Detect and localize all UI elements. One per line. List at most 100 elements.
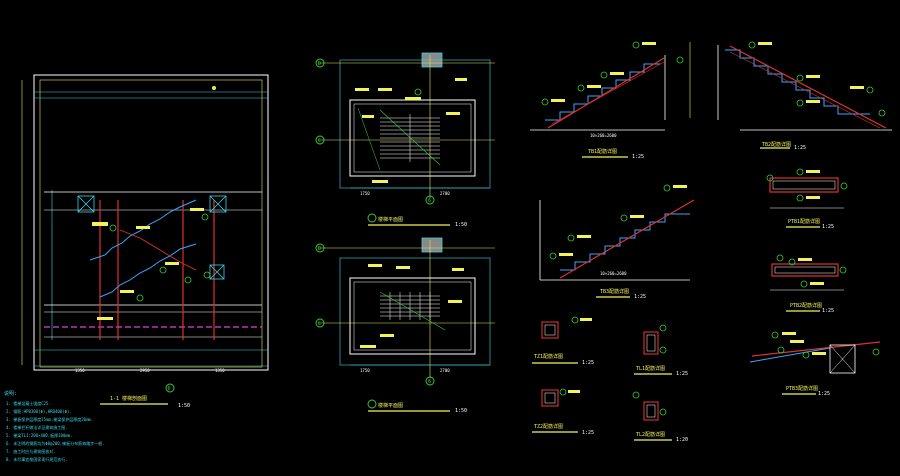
ptb3-detail[interactable]: PTB3配筋详图 1:25 xyxy=(749,331,881,397)
pt2-scale: 1:25 xyxy=(822,308,834,314)
ptb1-detail[interactable]: PTB1配筋详图 1:25 xyxy=(766,168,848,230)
tl2-detail[interactable]: TL2配筋详图 1:20 xyxy=(632,391,688,443)
dim-text: 1750 xyxy=(360,368,370,373)
axis-label: C xyxy=(318,138,321,144)
callout-markers xyxy=(766,168,848,202)
beam-rebar xyxy=(643,331,659,355)
tl2-scale: 1:20 xyxy=(676,437,688,443)
pt1-title: PTB1配筋详图 xyxy=(788,218,820,225)
slab-rebar xyxy=(769,177,839,193)
callout-marker xyxy=(559,388,567,396)
callout-markers xyxy=(748,41,886,117)
callout-marker xyxy=(632,391,640,399)
label-blocks xyxy=(360,264,464,348)
axis-label: D xyxy=(318,246,321,252)
axis-bubble xyxy=(425,376,435,386)
rebar-line xyxy=(729,51,881,129)
axis-label: D xyxy=(318,61,321,67)
note-line: 8. 未尽事宜按国家现行规范执行. xyxy=(6,456,68,462)
slab-outline xyxy=(772,180,836,190)
axis-bubble xyxy=(425,195,435,205)
tz1-detail[interactable]: TZ1配筋详图 1:25 xyxy=(532,316,594,366)
callout-marker xyxy=(571,316,579,324)
pt3-scale: 1:25 xyxy=(818,391,830,397)
tb3-title: TB3配筋详图 xyxy=(600,288,629,295)
tb2-title: TB2配筋详图 xyxy=(762,141,791,148)
tl1-title: TL1配筋详图 xyxy=(636,365,665,372)
tl1-detail[interactable]: TL1配筋详图 1:25 xyxy=(634,324,688,377)
ptb2-detail[interactable]: PTB2配筋详图 1:25 xyxy=(770,254,847,314)
plan-tag xyxy=(421,237,443,253)
callout-markers xyxy=(549,184,671,260)
label-blocks xyxy=(782,332,826,355)
section-title: 1-1 楼梯剖面图 xyxy=(110,395,147,402)
beam-outline xyxy=(646,404,656,418)
tz2-detail[interactable]: TZ2配筋详图 1:25 xyxy=(532,388,594,436)
tb2-scale: 1:25 xyxy=(794,145,806,151)
callout-markers xyxy=(109,213,211,302)
tz2-title: TZ2配筋详图 xyxy=(534,423,563,430)
landing-slab xyxy=(77,195,227,280)
tb2-detail[interactable]: TB2配筋详图 1:25 xyxy=(717,41,892,151)
axis-label: 6 xyxy=(428,379,431,385)
dim-text: 1350 xyxy=(215,368,225,373)
stair-shaft xyxy=(349,277,476,355)
slab-outline xyxy=(774,266,836,274)
note-line: 7. 施工时应与建筑图核对. xyxy=(6,448,56,454)
view-bubble xyxy=(367,213,377,223)
tb1-scale: 1:25 xyxy=(632,154,644,160)
dim-marker xyxy=(212,86,216,90)
main-rebar xyxy=(559,199,695,279)
plan-lower-title: 楼梯平面图 xyxy=(378,402,403,409)
callout-marker xyxy=(659,324,667,332)
note-line: 4. 楼梯栏杆做法详见建筑施工图. xyxy=(6,424,68,430)
column-outline xyxy=(544,392,556,404)
dim-text: 2700 xyxy=(440,368,450,373)
tb1-title: TB1配筋详图 xyxy=(588,148,617,155)
axis-bubble xyxy=(315,58,325,68)
stair-flight-upper xyxy=(89,199,197,261)
pt2-title: PTB2配筋详图 xyxy=(790,302,822,309)
tz1-title: TZ1配筋详图 xyxy=(534,353,563,360)
callout-markers xyxy=(771,331,880,359)
note-line: 5. 梯梁TL1:200×400,板厚100mm. xyxy=(6,432,73,438)
rebar-line xyxy=(119,229,197,271)
stair-flight-lower xyxy=(99,243,197,298)
axis-label: 6 xyxy=(168,386,171,392)
dim-text: 2700 xyxy=(440,191,450,196)
beam-section xyxy=(829,344,856,374)
beam-rebar xyxy=(643,401,659,421)
rebar-line xyxy=(551,61,665,125)
break-line xyxy=(379,291,446,331)
column-rebar xyxy=(541,321,559,339)
callout-marker xyxy=(414,88,422,96)
column-rebar xyxy=(541,389,559,407)
tb3-detail[interactable]: 10×260=2600 TB3配筋详图 1:25 xyxy=(539,184,695,300)
slab-rebar xyxy=(751,341,881,357)
notes-heading: 说明: xyxy=(4,390,17,397)
tb1-detail[interactable]: 10×260=2600 TB1配筋详图 1:25 xyxy=(530,41,691,160)
slab-rebar xyxy=(771,263,839,277)
main-rebar xyxy=(729,45,887,129)
label-blocks xyxy=(798,258,824,285)
axis-bubble xyxy=(315,243,325,253)
note-line: 2. 钢筋:HPB300(Φ),HRB400(Φ). xyxy=(6,408,72,414)
axis-bubble xyxy=(315,135,325,145)
stair-plan-upper[interactable]: D C 6 1750 2700 楼梯平面图 1:50 xyxy=(315,52,495,228)
callout-markers xyxy=(776,254,847,288)
stair-run-dim: 10×260=2600 xyxy=(590,133,617,138)
plan-upper-title: 楼梯平面图 xyxy=(378,216,403,223)
axis-label: 6 xyxy=(428,198,431,204)
section-frame xyxy=(33,74,269,371)
dim-text: 1750 xyxy=(360,191,370,196)
view-bubble xyxy=(367,399,377,409)
section-inner-frame xyxy=(39,79,263,368)
diagonal-line xyxy=(357,107,381,171)
section-scale: 1:50 xyxy=(178,403,190,409)
stair-section-view[interactable]: 1350 2950 1350 6 1-1 楼梯剖面图 1:50 xyxy=(21,74,269,409)
stair-shaft-inner xyxy=(353,281,472,351)
stair-plan-lower[interactable]: D C 6 1750 2700 楼梯平面图 1:50 xyxy=(315,237,495,414)
label-blocks xyxy=(92,208,204,320)
